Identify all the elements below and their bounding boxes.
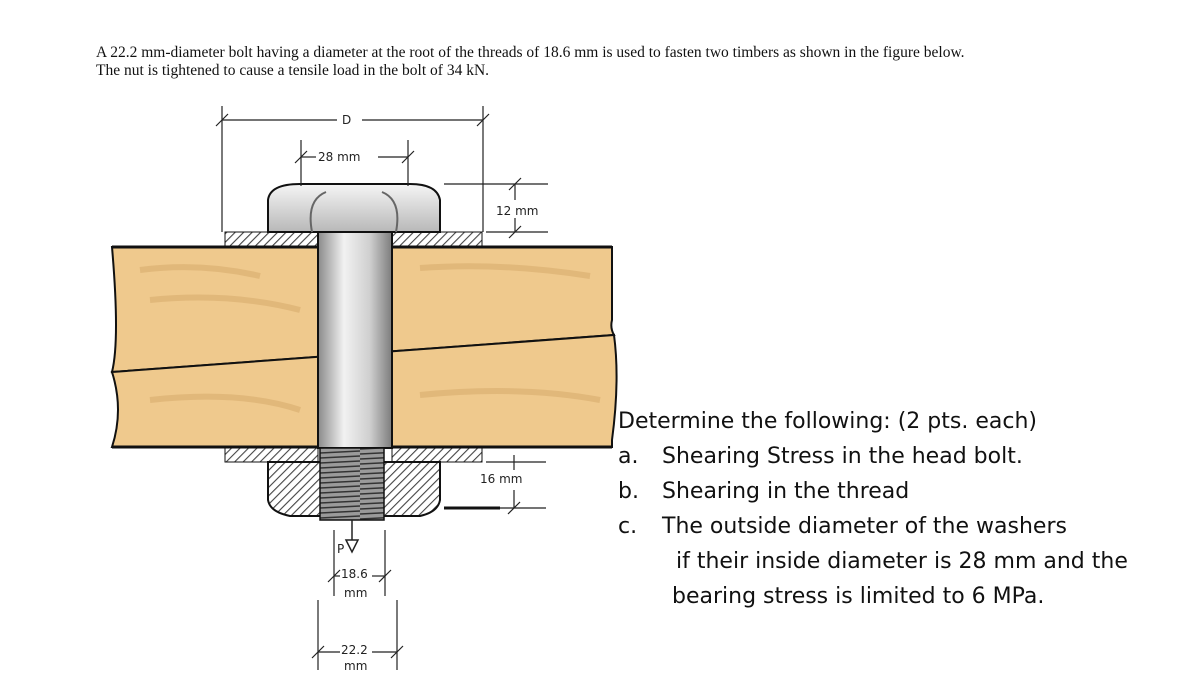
- bolt-shank: [317, 231, 393, 449]
- task-item-c-continuation-1: if their inside diameter is 28 mm and th…: [676, 549, 1128, 574]
- task-heading-text: Determine the following: (2 pts. each): [618, 409, 1037, 434]
- washer-top-left: [224, 231, 319, 247]
- dimension-22-2-unit: mm: [344, 659, 367, 673]
- dimension-D-label: D: [342, 113, 351, 127]
- load-arrow: [344, 520, 360, 554]
- problem-line-2: The nut is tightened to cause a tensile …: [96, 62, 490, 79]
- task-item-b-label: b.: [618, 479, 639, 504]
- dimension-22-2: [311, 600, 404, 670]
- task-item-c: c. The outside diameter of the washers: [618, 509, 1188, 544]
- washer-bottom-right: [391, 447, 483, 463]
- dimension-22-2-label: 22.2: [341, 643, 368, 657]
- dimension-28mm-label: 28 mm: [318, 150, 360, 164]
- bolt-head: [267, 183, 441, 233]
- task-item-b-text: Shearing in the thread: [662, 479, 910, 504]
- task-item-c-continuation-2: bearing stress is limited to 6 MPa.: [672, 584, 1045, 609]
- task-item-c-text: The outside diameter of the washers: [662, 514, 1067, 539]
- dimension-16mm-label: 16 mm: [480, 472, 522, 486]
- problem-line-1: A 22.2 mm-diameter bolt having a diamete…: [96, 44, 965, 61]
- task-list: Determine the following: (2 pts. each) a…: [618, 404, 1188, 614]
- problem-statement: A 22.2 mm-diameter bolt having a diamete…: [96, 44, 1176, 80]
- task-item-c-label: c.: [618, 514, 638, 539]
- task-item-a: a. Shearing Stress in the head bolt.: [618, 439, 1188, 474]
- dimension-18-6-unit: mm: [344, 586, 367, 600]
- dimension-D: [215, 106, 490, 232]
- washer-bottom-left: [224, 447, 319, 463]
- washer-top-right: [391, 231, 483, 247]
- task-item-a-text: Shearing Stress in the head bolt.: [662, 444, 1023, 469]
- dimension-12mm: [444, 177, 548, 239]
- bolt-thread: [319, 447, 385, 521]
- task-item-b: b. Shearing in the thread: [618, 474, 1188, 509]
- load-label: P: [337, 542, 344, 556]
- task-heading: Determine the following: (2 pts. each): [618, 404, 1188, 439]
- dimension-18-6-label: 18.6: [341, 567, 368, 581]
- dimension-18-6: [327, 530, 392, 596]
- dimension-28mm: [294, 140, 415, 186]
- dimension-12mm-label: 12 mm: [496, 204, 538, 218]
- task-item-a-label: a.: [618, 444, 639, 469]
